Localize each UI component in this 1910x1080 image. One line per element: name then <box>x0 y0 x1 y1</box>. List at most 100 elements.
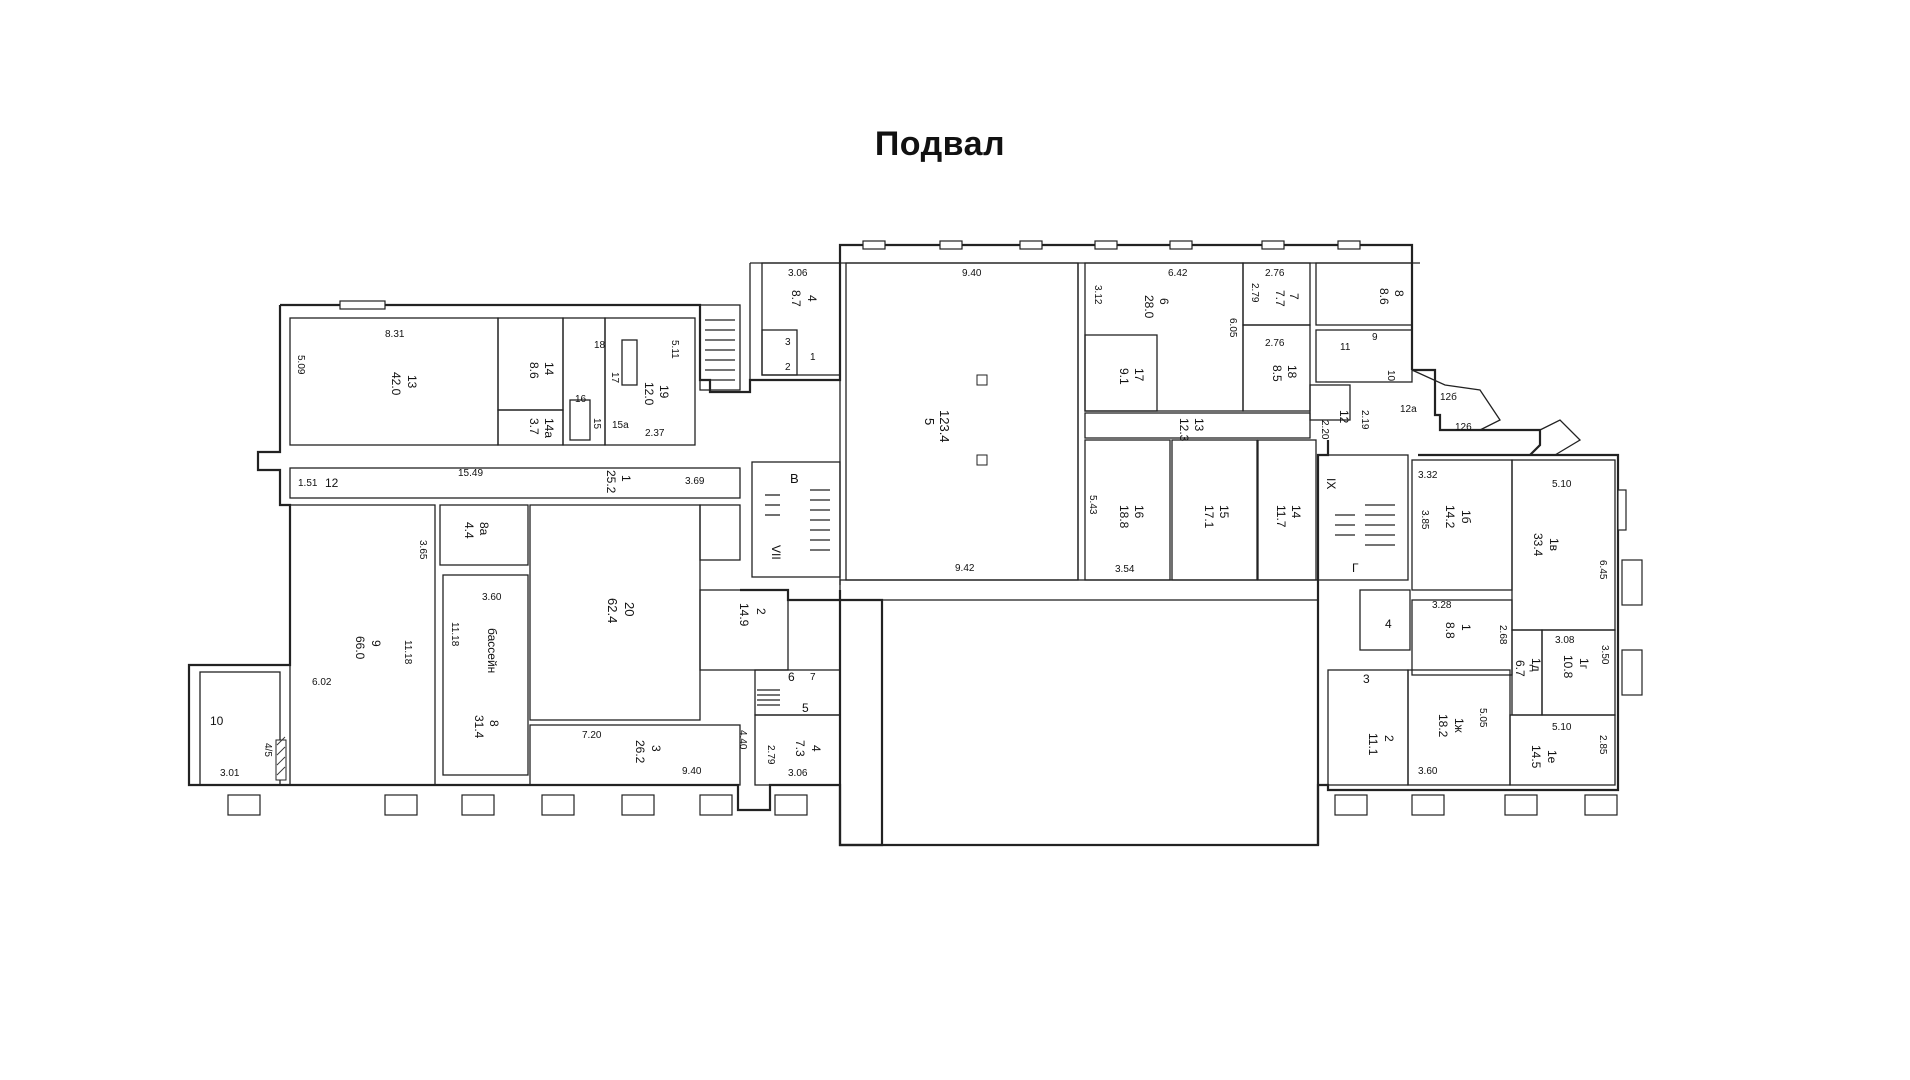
dim-label: 5.10 <box>1552 722 1572 733</box>
room-area: 8.6 <box>527 362 541 379</box>
room-number: 2 <box>785 362 791 373</box>
dim-label: 3.12 <box>1092 285 1103 305</box>
dim-label: 2.79 <box>1249 283 1260 303</box>
room-area: 28.0 <box>1142 295 1156 319</box>
room-area: 14.9 <box>737 603 751 627</box>
room-area: 11.1 <box>1366 733 1380 756</box>
room-area: 25.2 <box>604 470 618 494</box>
room-number: 10 <box>1385 370 1396 382</box>
dim-label: 7.20 <box>582 730 602 741</box>
dim-label: 9.42 <box>955 563 975 574</box>
room-number: 17 <box>609 372 620 384</box>
room-labels: 3.06 4 8.7 3 2 1 9.40 5 123.4 9.42 6.42 … <box>210 268 1610 779</box>
room-number: 16 <box>575 394 587 405</box>
dim-label: 6.42 <box>1168 268 1188 279</box>
stair-small <box>757 689 780 706</box>
interior-walls <box>199 262 1616 786</box>
room-area: 12.0 <box>642 382 656 406</box>
room-number: 1б <box>1459 510 1473 524</box>
dim-label: 5.11 <box>669 340 680 359</box>
room-number: 12a <box>1400 404 1417 415</box>
room-number: 3 <box>785 337 791 348</box>
room-name: бассейн <box>485 628 499 673</box>
dim-label: 2.20 <box>1319 420 1330 440</box>
room-number: 18 <box>594 340 606 351</box>
room-number: 4 <box>805 295 819 302</box>
dim-label: 3.85 <box>1419 510 1430 530</box>
room-area: 8.6 <box>1377 288 1391 305</box>
plan-title: Подвал <box>874 125 1006 163</box>
stair-label: Г <box>1352 561 1359 575</box>
room-number: 16 <box>1132 505 1146 519</box>
room-number: 1в <box>1547 538 1561 551</box>
dim-label: 15.49 <box>458 468 483 479</box>
dim-label: 2.76 <box>1265 268 1285 279</box>
room-number: 1г <box>1577 658 1591 670</box>
dim-label: 11.18 <box>449 622 460 647</box>
room-number: 7 <box>1287 293 1301 300</box>
room-number: 4 <box>809 745 823 752</box>
room-area: 12.3 <box>1177 418 1191 442</box>
room-area: 6.7 <box>1513 660 1527 677</box>
room-area: 14.2 <box>1443 505 1457 529</box>
dim-label: 5.09 <box>295 355 306 375</box>
dim-label: 5.43 <box>1087 495 1098 515</box>
room-number: 4 <box>1385 617 1392 631</box>
stair-b <box>765 489 830 551</box>
room-number: 15 <box>591 418 602 430</box>
room-area: 17.1 <box>1202 505 1216 529</box>
windows <box>227 240 1643 816</box>
dim-label: 5.10 <box>1552 479 1572 490</box>
room-number: 4/5 <box>262 743 273 757</box>
stairs <box>705 319 1395 706</box>
room-area: 4.4 <box>462 522 476 539</box>
room-number: 6 <box>1157 298 1171 305</box>
dim-label: 1.51 <box>298 478 318 489</box>
room-number: 7 <box>810 672 816 683</box>
dim-label: 2.68 <box>1497 625 1508 645</box>
dim-label: 5.05 <box>1477 708 1488 728</box>
dim-label: 9.40 <box>962 268 982 279</box>
room-number: 1 <box>619 475 633 482</box>
dim-label: 6.45 <box>1597 560 1608 580</box>
room-area: 3.7 <box>527 418 541 435</box>
room-area: 26.2 <box>633 740 647 764</box>
room-area: 31.4 <box>472 715 486 739</box>
dim-label: 8.31 <box>385 329 405 340</box>
room-number: 5 <box>802 701 809 715</box>
dim-label: 11.18 <box>402 640 413 665</box>
room-number: 11 <box>1340 342 1351 353</box>
room-number: 1 <box>1459 624 1473 631</box>
room-number: 19 <box>657 385 671 399</box>
dim-label: 3.01 <box>220 768 240 779</box>
room-number: 14а <box>542 418 556 438</box>
room-number: 9 <box>1372 332 1378 343</box>
room-number: 12б <box>1440 391 1457 403</box>
dim-label: 3.06 <box>788 768 808 779</box>
hatched-wall <box>276 736 286 776</box>
dim-label: 2.85 <box>1597 735 1608 755</box>
dim-label: 3.60 <box>482 592 502 603</box>
dim-label: 2.76 <box>1265 338 1285 349</box>
dim-label: 3.60 <box>1418 766 1438 777</box>
stair-label: В <box>790 471 799 486</box>
room-number: 1е <box>1545 750 1559 764</box>
room-area: 8.5 <box>1270 365 1284 382</box>
stair-top-left <box>705 319 735 381</box>
room-number: 6 <box>788 670 795 684</box>
room-number: 9 <box>369 640 383 647</box>
dim-label: 3.65 <box>417 540 428 560</box>
room-area: 42.0 <box>389 372 403 396</box>
dim-label: 6.02 <box>312 677 332 688</box>
room-number: 1д <box>1529 658 1543 672</box>
dim-label: 3.54 <box>1115 564 1135 575</box>
dim-label: 3.08 <box>1555 635 1575 646</box>
room-number: 15 <box>1217 505 1231 519</box>
dim-label: 3.06 <box>788 268 808 279</box>
room-number: 18 <box>1285 365 1299 379</box>
dim-label: 2.79 <box>765 745 776 765</box>
room-area: 18.2 <box>1436 714 1450 738</box>
room-area: 18.8 <box>1117 505 1131 529</box>
room-number: 10 <box>210 714 224 728</box>
